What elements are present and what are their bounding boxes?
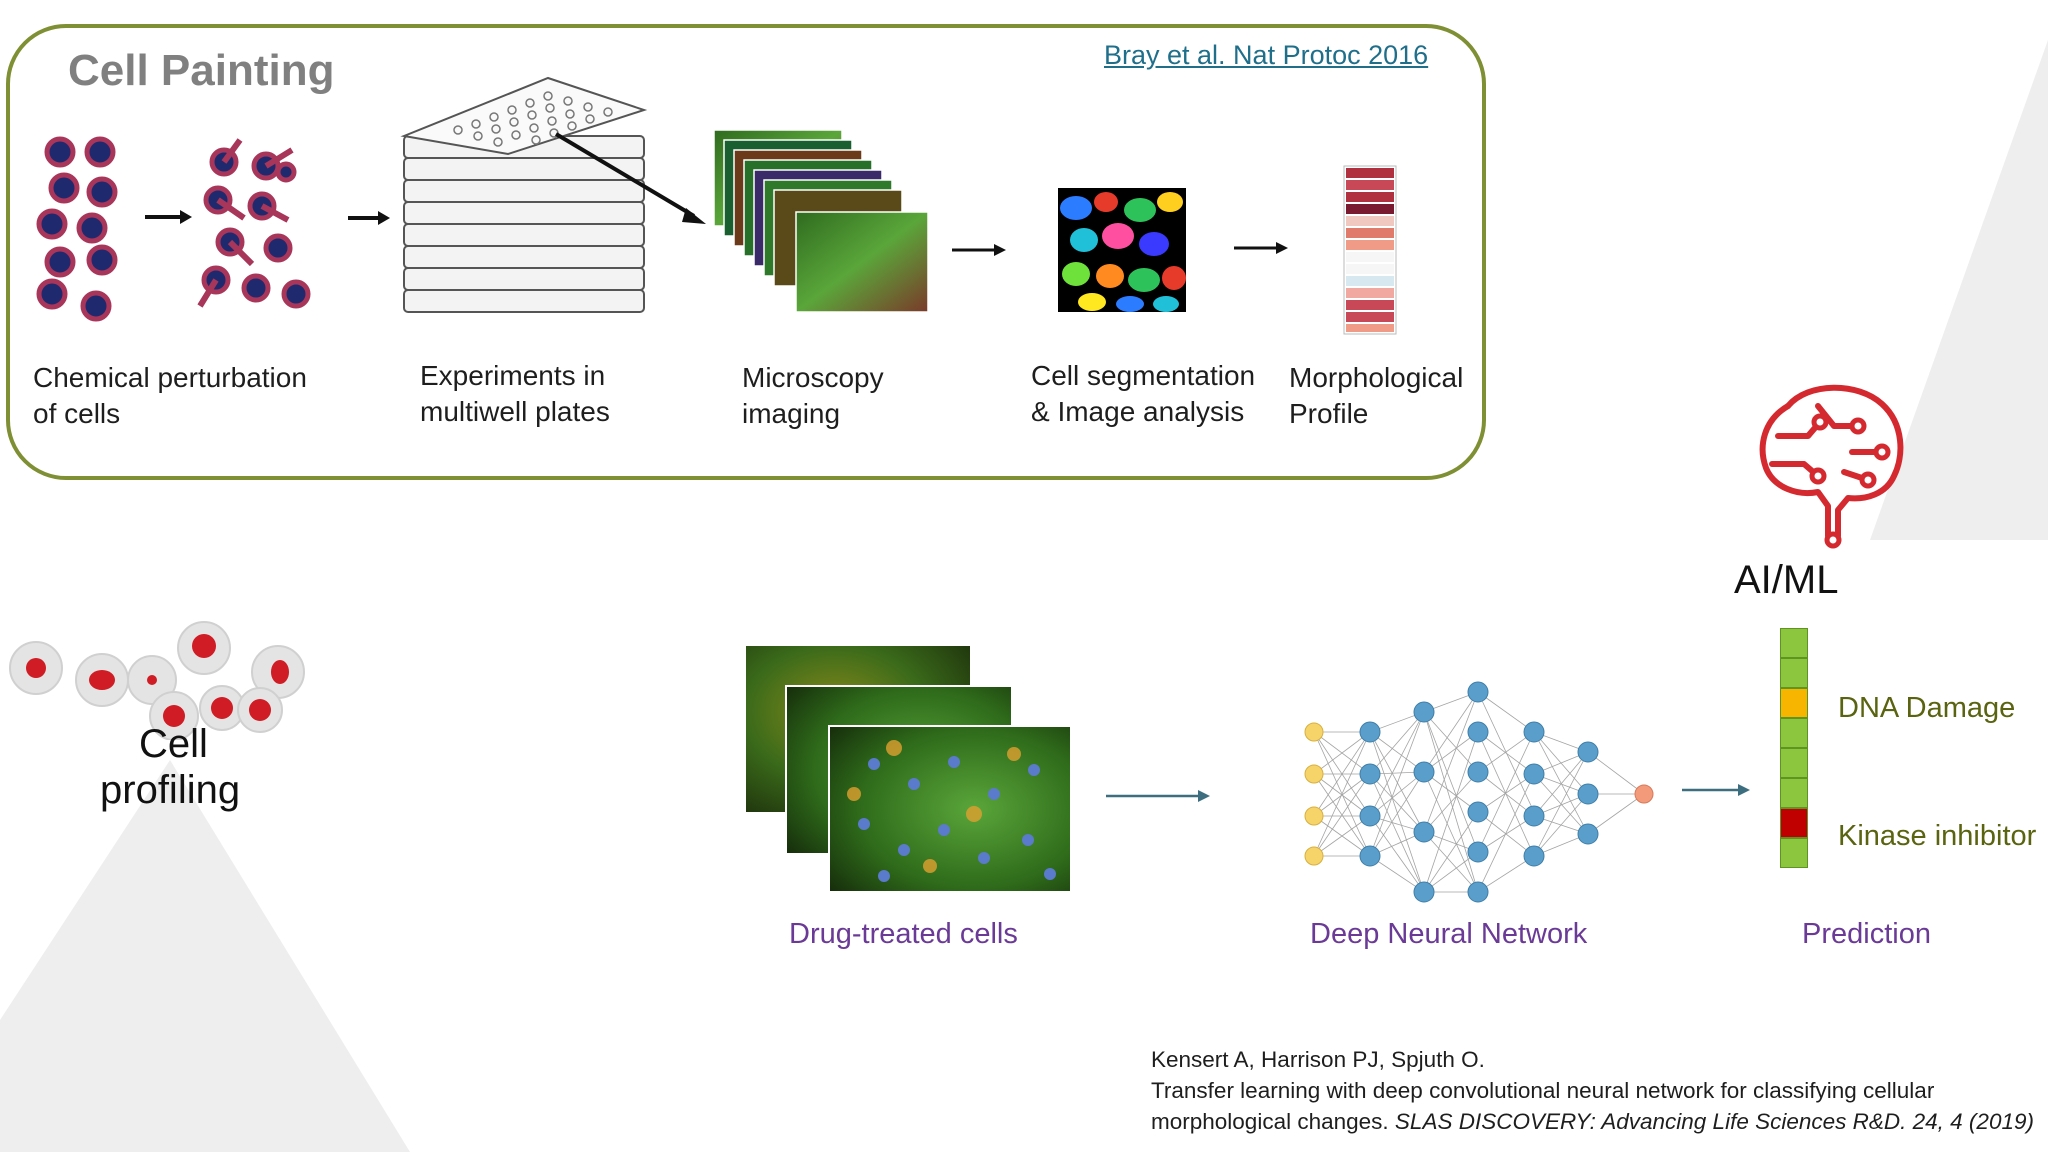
citation-title-end: morphological changes. <box>1151 1109 1389 1134</box>
reference-link[interactable]: Bray et al. Nat Protoc 2016 <box>1104 40 1429 70</box>
arrow-icon <box>952 244 1006 256</box>
cell-profiling-illustration <box>9 621 305 740</box>
step-2-label-line1: Experiments in <box>420 360 606 391</box>
prediction-cell <box>1780 658 1808 688</box>
prediction-label: Prediction <box>1802 918 1931 950</box>
multiwell-plates-illustration <box>400 76 706 313</box>
step-5-label-line2: Profile <box>1289 398 1369 429</box>
prediction-cell <box>1780 748 1808 778</box>
prediction-cell <box>1780 838 1808 868</box>
cells-illustration <box>36 136 311 322</box>
drug-treated-cells-label: Drug-treated cells <box>789 918 1018 950</box>
prediction-cell <box>1780 718 1808 748</box>
step-4-label-line2: & Image analysis <box>1031 396 1245 427</box>
class-label-kinase-inhibitor: Kinase inhibitor <box>1838 820 2037 852</box>
prediction-cell <box>1780 628 1808 658</box>
step-2-label-line2: multiwell plates <box>420 396 610 427</box>
arrow-icon <box>1682 784 1750 796</box>
prediction-cell-dna-damage <box>1780 688 1808 718</box>
left-gray-triangle <box>0 760 410 1152</box>
brain-circuit-icon <box>1759 384 1904 549</box>
step-5-label-line1: Morphological <box>1289 362 1464 393</box>
step-3-label-line2: imaging <box>742 398 841 429</box>
microscopy-image-stack <box>713 129 929 313</box>
cell-profiling-label-line1: Cell <box>139 722 208 766</box>
deep-neural-network-diagram <box>1304 681 1654 903</box>
ai-ml-label: AI/ML <box>1734 558 1839 602</box>
panel-title: Cell Painting <box>68 46 335 95</box>
arrow-icon <box>1106 790 1210 802</box>
step-1-label-line2: of cells <box>33 398 121 429</box>
prediction-cell <box>1780 778 1808 808</box>
class-label-dna-damage: DNA Damage <box>1838 692 2016 724</box>
citation-journal: SLAS DISCOVERY: Advancing Life Sciences … <box>1394 1109 2034 1134</box>
citation-authors: Kensert A, Harrison PJ, Spjuth O. <box>1151 1047 1485 1072</box>
drug-treated-cells-images <box>744 644 1072 893</box>
citation-title-line2: morphological changes. SLAS DISCOVERY: A… <box>1151 1106 2034 1137</box>
step-4-label-line1: Cell segmentation <box>1031 360 1256 391</box>
citation-title-line1: Transfer learning with deep convolutiona… <box>1151 1078 1935 1103</box>
segmentation-image <box>1058 188 1186 312</box>
step-3-label-line1: Microscopy <box>742 362 884 393</box>
prediction-vector <box>1780 628 1808 868</box>
step-1-label-line1: Chemical perturbation <box>33 362 307 393</box>
cell-painting-panel <box>6 24 1486 480</box>
prediction-cell-kinase-inhibitor <box>1780 808 1808 838</box>
morphological-profile-bar <box>1343 165 1397 335</box>
deep-neural-network-label: Deep Neural Network <box>1310 918 1588 950</box>
cell-profiling-label-line2: profiling <box>100 768 241 812</box>
arrow-icon <box>348 211 390 225</box>
right-gray-triangle <box>1870 40 2048 540</box>
arrow-icon <box>1234 242 1288 254</box>
